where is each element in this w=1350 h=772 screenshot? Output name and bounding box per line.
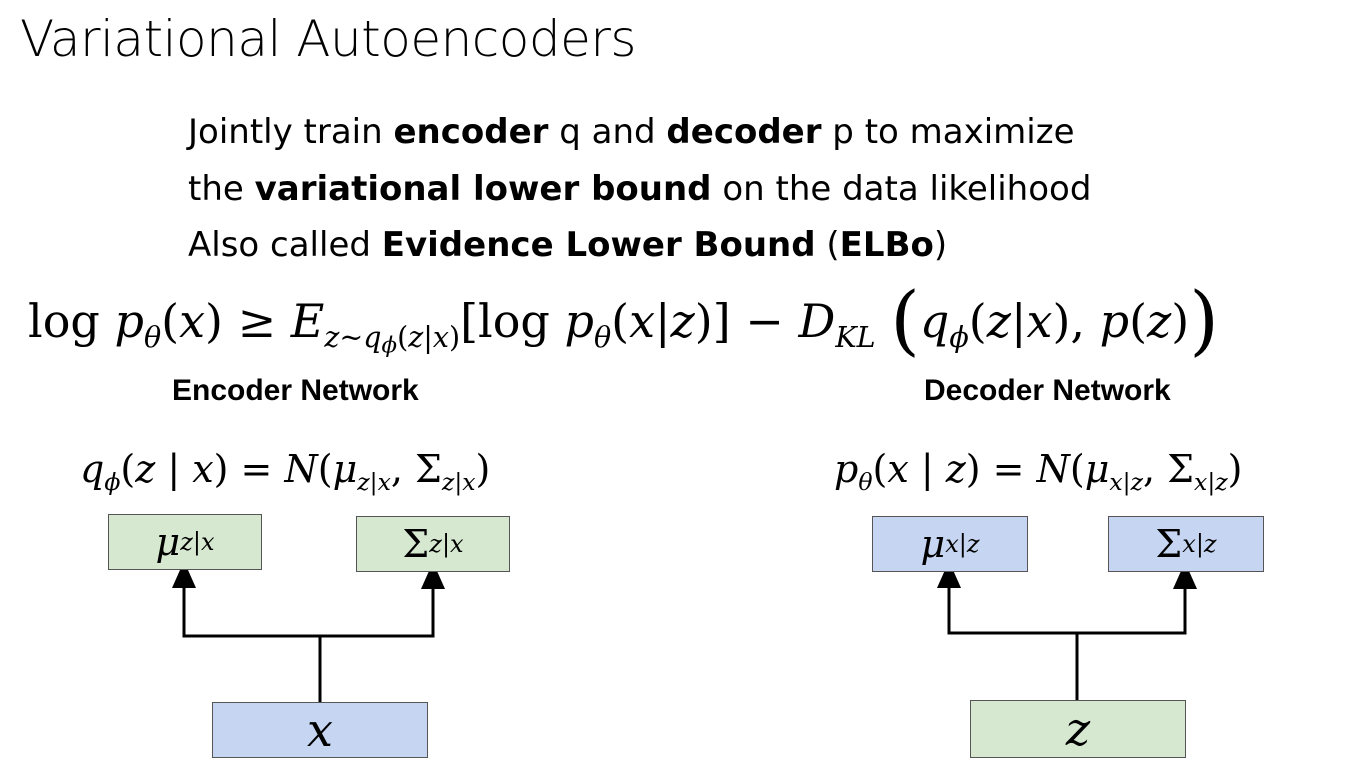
text-span: p to maximize [821,112,1075,152]
encoder-wire [320,562,445,638]
text-span: Also called [188,225,382,265]
bold-variational-lower-bound: variational lower bound [254,168,712,209]
description-line-1: Jointly train encoder q and decoder p to… [188,104,1091,161]
encoder-network-label: Encoder Network [172,374,419,407]
encoder-wire [172,561,322,702]
text-span: on the data likelihood [711,168,1092,209]
description-text: Jointly train encoder q and decoder p to… [188,104,1091,274]
decoder-wire [1077,562,1197,635]
bold-encoder: encoder [393,112,549,152]
bold-elbo: ELBo [839,225,934,265]
text-span: Jointly train [188,112,394,152]
decoder-input-z-box: z [970,700,1186,758]
text-span: q and [548,112,667,152]
description-line-2: the variational lower bound on the data … [188,161,1091,218]
description-line-3: Also called Evidence Lower Bound (ELBo) [188,217,1091,274]
decoder-network-label: Decoder Network [924,374,1171,407]
decoder-distribution-formula: pθ(x | z) = N(μx|z, Σx|z) [834,447,1243,497]
encoder-input-x-box: x [212,702,428,758]
elbo-formula: log pθ(x) ≥ Ez~qϕ(z|x)[log pθ(x|z)] − DK… [28,275,1219,365]
decoder-wire [937,561,1079,700]
bold-evidence-lower-bound: Evidence Lower Bound [381,225,816,265]
text-span: ) [933,225,948,265]
text-span: ( [815,225,840,265]
slide-title: Variational Autoencoders [20,10,636,68]
encoder-distribution-formula: qϕ(z | x) = N(μz|x, Σz|x) [80,447,491,497]
text-span: the [188,168,255,209]
bold-decoder: decoder [666,112,822,152]
